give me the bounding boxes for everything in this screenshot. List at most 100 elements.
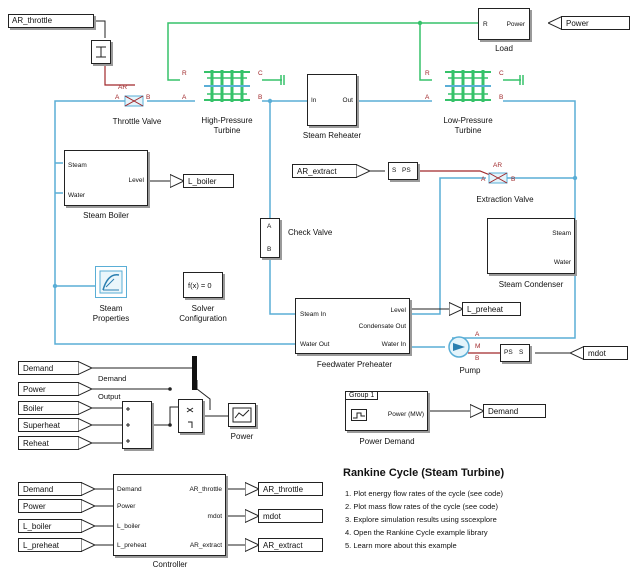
from-arrow-icon xyxy=(78,401,92,415)
goto-arrow-icon xyxy=(245,482,259,496)
from-arrow-icon xyxy=(78,382,92,396)
boiler-steam-port: Steam xyxy=(68,162,87,169)
condenser-steam-port: Steam xyxy=(552,230,571,237)
load-power-port: Power xyxy=(506,21,525,28)
mechanical-connections xyxy=(167,22,521,81)
goto-ctrl-ar-throttle[interactable]: AR_throttle xyxy=(245,482,323,496)
solver-text: f(x) = 0 xyxy=(188,281,212,290)
goto-ctrl-mdot[interactable]: mdot xyxy=(245,509,323,523)
from-c-l-preheat-label: L_preheat xyxy=(18,538,82,552)
from-c-demand[interactable]: Demand xyxy=(18,482,95,496)
hp-turbine[interactable] xyxy=(192,66,262,106)
solver-label-1: Solver xyxy=(191,304,215,313)
goto-l-preheat[interactable]: L_preheat xyxy=(449,302,521,316)
power-demand-label: Power Demand xyxy=(359,437,415,446)
extract-a-port: A xyxy=(481,176,486,183)
from-c-l-preheat[interactable]: L_preheat xyxy=(18,538,95,552)
mux-block[interactable] xyxy=(192,356,197,390)
goto-ctrl-ar-extract[interactable]: AR_extract xyxy=(245,538,323,552)
throttle-ar-port: AR xyxy=(118,84,128,91)
from-reheat-label: Reheat xyxy=(18,436,79,450)
controller-label: Controller xyxy=(152,560,188,569)
from-boiler-label: Boiler xyxy=(18,401,79,415)
info-link-2[interactable]: 2. Plot mass flow rates of the cycle (se… xyxy=(345,502,498,511)
goto-ctrl-ar-extract-label: AR_extract xyxy=(258,538,323,552)
model-title: Rankine Cycle (Steam Turbine) xyxy=(343,467,505,479)
throttle-valve[interactable] xyxy=(122,93,148,109)
goto-power[interactable]: Power xyxy=(548,16,630,30)
controller-block[interactable]: Demand Power L_boiler L_preheat AR_throt… xyxy=(113,474,226,556)
load-block[interactable]: R Power xyxy=(478,8,530,40)
power-scope[interactable] xyxy=(228,403,256,427)
info-link-3[interactable]: 3. Explore simulation results using ssce… xyxy=(345,515,497,524)
check-a-port: A xyxy=(267,223,272,230)
check-valve[interactable]: A B xyxy=(260,218,280,258)
extraction-valve-label: Extraction Valve xyxy=(476,195,534,204)
from-c-l-boiler[interactable]: L_boiler xyxy=(18,519,95,533)
from-ar-throttle[interactable]: AR_throttle xyxy=(8,14,94,28)
s-ps-converter-extract[interactable]: S PS xyxy=(388,162,418,180)
goto-arrow-icon xyxy=(470,404,484,418)
from-ar-extract[interactable]: AR_extract xyxy=(292,164,370,178)
from-arrow-icon xyxy=(570,346,584,360)
power-demand-block[interactable]: Group 1 Power (MW) xyxy=(345,391,428,431)
sps-ps-port: PS xyxy=(402,167,411,174)
steam-condenser[interactable]: Steam Water xyxy=(487,218,575,274)
info-link-5[interactable]: 5. Learn more about this example xyxy=(345,541,457,550)
from-mdot[interactable]: mdot xyxy=(570,346,628,360)
extraction-valve[interactable] xyxy=(486,170,512,186)
goto-arrow-icon xyxy=(245,509,259,523)
hp-a-port: A xyxy=(182,94,187,101)
preheater-condensate-port: Condensate Out xyxy=(358,323,406,330)
from-boiler[interactable]: Boiler xyxy=(18,401,92,415)
s-ps-converter-throttle[interactable] xyxy=(91,40,111,64)
junction-dots-signal xyxy=(168,387,172,427)
steam-properties-label-2: Properties xyxy=(92,314,130,323)
info-link-4[interactable]: 4. Open the Rankine Cycle example librar… xyxy=(345,528,488,537)
junction-dots-green xyxy=(417,20,423,26)
from-ar-throttle-label: AR_throttle xyxy=(12,16,53,25)
solver-configuration[interactable]: f(x) = 0 xyxy=(183,272,223,298)
extract-b-port: B xyxy=(511,176,516,183)
feedwater-preheater[interactable]: Steam In Level Condensate Out Water Out … xyxy=(295,298,410,354)
from-power-label: Power xyxy=(18,382,79,396)
pump[interactable] xyxy=(446,331,476,363)
goto-arrow-icon xyxy=(449,302,463,316)
from-demand-label: Demand xyxy=(18,361,79,375)
goto-demand[interactable]: Demand xyxy=(470,404,546,418)
s-ps-icon xyxy=(96,46,106,58)
power-scope-label: Power xyxy=(230,432,254,441)
from-superheat-label: Superheat xyxy=(18,418,79,432)
check-b-port: B xyxy=(267,246,272,253)
info-link-1[interactable]: 1. Plot energy flow rates of the cycle (… xyxy=(345,489,503,498)
sum-block[interactable] xyxy=(122,401,152,449)
goto-l-boiler[interactable]: L_boiler xyxy=(170,174,234,188)
from-arrow-icon xyxy=(81,499,95,513)
fluid-connections xyxy=(54,100,576,348)
preheater-water-in-port: Water In xyxy=(381,341,406,348)
pump-b-port: B xyxy=(475,355,480,362)
lp-turbine[interactable] xyxy=(433,66,503,106)
preheater-level-port: Level xyxy=(390,307,406,314)
from-c-power[interactable]: Power xyxy=(18,499,95,513)
from-demand[interactable]: Demand xyxy=(18,361,92,375)
steam-properties-label-1: Steam xyxy=(99,304,123,313)
feedwater-preheater-label: Feedwater Preheater xyxy=(316,360,393,369)
ps-s-converter[interactable]: PS S xyxy=(500,344,530,362)
steam-reheater[interactable]: In Out xyxy=(307,74,357,126)
pump-a-port: A xyxy=(475,331,480,338)
from-c-l-boiler-label: L_boiler xyxy=(18,519,82,533)
steam-boiler[interactable]: Steam Level Water xyxy=(64,150,148,206)
from-reheat[interactable]: Reheat xyxy=(18,436,92,450)
goto-l-preheat-label: L_preheat xyxy=(462,302,521,316)
goto-power-label: Power xyxy=(561,16,630,30)
goto-demand-label: Demand xyxy=(483,404,546,418)
goto-ctrl-mdot-label: mdot xyxy=(258,509,323,523)
hp-b-port: B xyxy=(258,94,263,101)
steam-properties[interactable] xyxy=(95,266,127,298)
from-superheat[interactable]: Superheat xyxy=(18,418,92,432)
from-power[interactable]: Power xyxy=(18,382,92,396)
from-ar-extract-label: AR_extract xyxy=(292,164,357,178)
product-block[interactable] xyxy=(178,399,203,433)
